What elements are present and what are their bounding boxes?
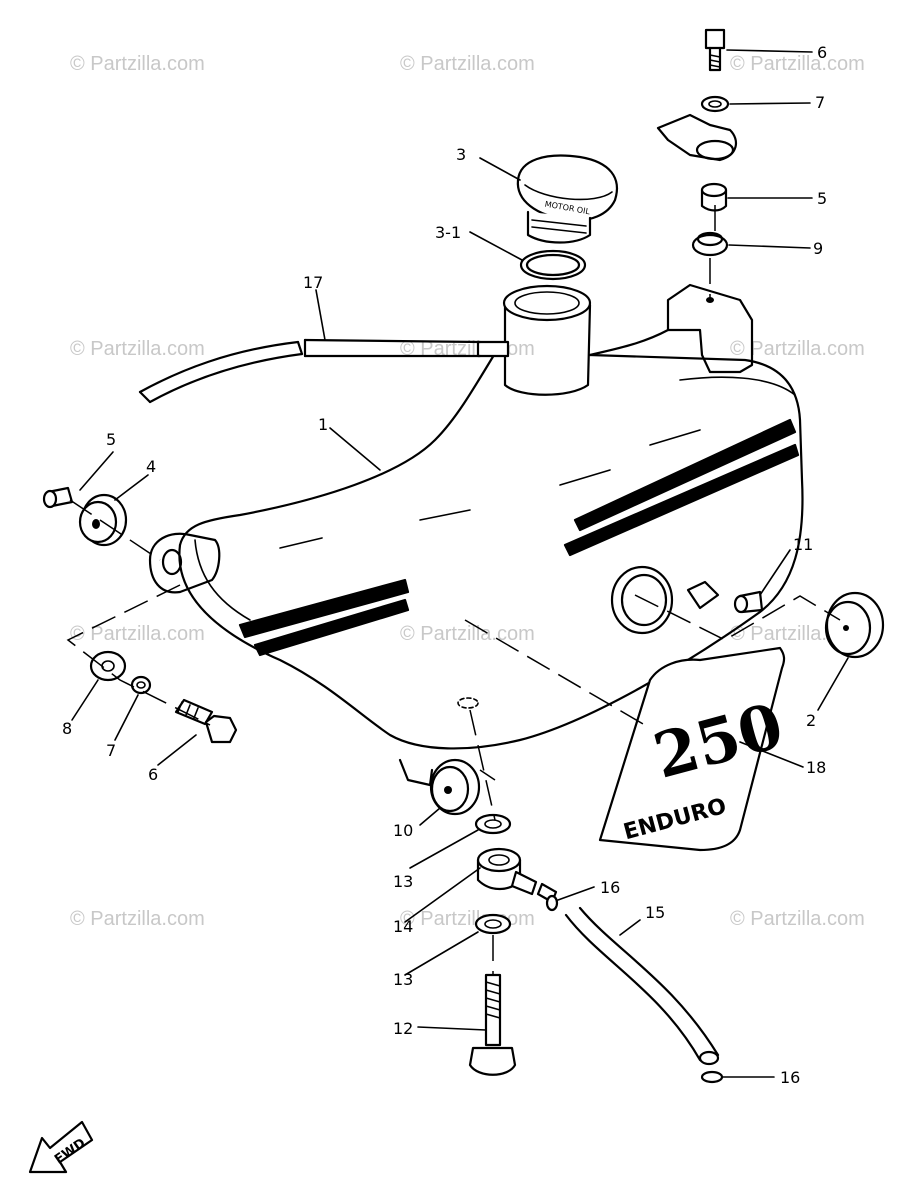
callout-4: 4	[146, 457, 156, 476]
callout-2: 2	[806, 711, 816, 730]
callout-6: 6	[817, 43, 827, 62]
callout-14: 14	[393, 917, 413, 936]
callout-5: 5	[817, 189, 827, 208]
watermark: © Partzilla.com	[730, 53, 865, 75]
watermark: © Partzilla.com	[730, 908, 865, 930]
watermark: © Partzilla.com	[70, 53, 205, 75]
watermark: © Partzilla.com	[70, 908, 205, 930]
callout-12: 12	[393, 1019, 413, 1038]
watermark: © Partzilla.com	[730, 338, 865, 360]
callout-3: 3	[456, 145, 466, 164]
watermark: © Partzilla.com	[400, 53, 535, 75]
callout-7: 7	[815, 93, 825, 112]
callout-17: 17	[303, 273, 323, 292]
right-grommet	[610, 565, 885, 659]
drain-hose	[545, 894, 724, 1084]
oil-cap: MOTOR OIL	[516, 154, 618, 281]
watermarks: © Partzilla.com © Partzilla.com © Partzi…	[70, 53, 865, 930]
callout-5-left: 5	[106, 430, 116, 449]
lower-left-fasteners	[89, 650, 238, 744]
banjo-fitting	[468, 813, 558, 1076]
oil-tank	[148, 283, 804, 787]
watermark: © Partzilla.com	[400, 623, 535, 645]
assembly-lines	[66, 205, 841, 975]
watermark: © Partzilla.com	[70, 623, 205, 645]
grommet-10	[429, 758, 481, 816]
callout-9: 9	[813, 239, 823, 258]
callout-15: 15	[645, 903, 665, 922]
callout-11: 11	[793, 535, 813, 554]
callout-10: 10	[393, 821, 413, 840]
bolt-top	[656, 28, 738, 257]
callout-8: 8	[62, 719, 72, 738]
enduro-emblem: 250 ENDURO	[598, 646, 790, 852]
callout-7-left: 7	[106, 741, 116, 760]
front-mount-parts	[42, 486, 128, 547]
callout-6-left: 6	[148, 765, 158, 784]
callout-16-lower: 16	[780, 1068, 800, 1087]
callout-16: 16	[600, 878, 620, 897]
fwd-arrow: FWD	[28, 1120, 94, 1174]
watermark: © Partzilla.com	[70, 338, 205, 360]
callout-18: 18	[806, 758, 826, 777]
callout-1: 1	[318, 415, 328, 434]
callout-13-lower: 13	[393, 970, 413, 989]
callout-3-1: 3-1	[435, 223, 461, 242]
leader-lines	[71, 49, 849, 1078]
vent-hose	[138, 338, 482, 404]
callout-13: 13	[393, 872, 413, 891]
callout-numbers: 6 7 5 9 3 3-1 17 1 5 4 11 2 18 8 7 6 10 …	[62, 43, 827, 1087]
